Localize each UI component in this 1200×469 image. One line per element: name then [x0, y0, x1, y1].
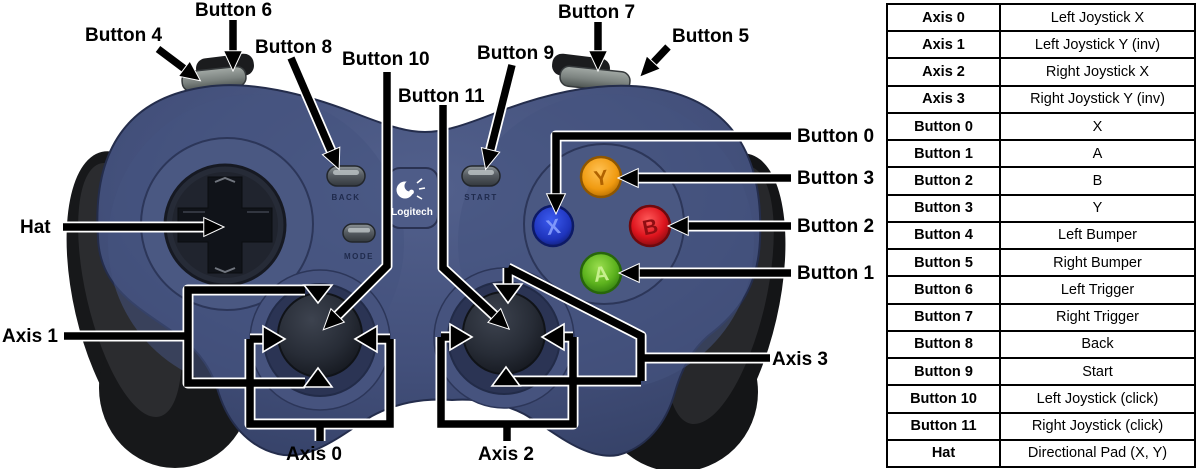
table-cell-control: Button 3	[888, 195, 1001, 221]
table-cell-function: B	[1092, 173, 1103, 190]
table-row: Button 5 Right Bumper	[888, 248, 1194, 276]
table-cell-function: Left Joystick (click)	[1036, 390, 1159, 407]
label-button-6: Button 6	[195, 0, 273, 21]
table-cell-function: Right Joystick X	[1045, 64, 1150, 81]
button8-arrow	[287, 56, 341, 171]
label-button-10: Button 10	[342, 49, 430, 70]
logitech-logo-icon	[396, 178, 426, 200]
axis0-bracket	[246, 324, 394, 441]
start-label: START	[464, 193, 498, 202]
label-button-3: Button 3	[797, 168, 875, 189]
table-row: Button 10 Left Joystick (click)	[888, 384, 1194, 412]
table-cell-function: Start	[1082, 363, 1113, 380]
table-row: Button 2 B	[888, 166, 1194, 194]
button9-arrow	[480, 64, 516, 171]
gamepad-illustration: Logitech BACK MODE START	[63, 20, 791, 469]
table-cell-function: X	[1092, 118, 1103, 135]
table-cell-control: Button 11	[888, 413, 1001, 439]
start-button: START	[461, 165, 501, 202]
table-cell-function: A	[1092, 145, 1103, 162]
label-hat: Hat	[20, 217, 51, 238]
table-cell-control: Button 0	[888, 113, 1001, 140]
table-row: Axis 3 Right Joystick Y (inv)	[888, 84, 1194, 112]
table-cell-function: Left Joystick Y (inv)	[1034, 36, 1161, 53]
label-button-2: Button 2	[797, 216, 875, 237]
table-row: Axis 2 Right Joystick X	[888, 57, 1194, 85]
table-cell-control: Button 10	[888, 386, 1001, 412]
table-cell-function: Right Joystick (click)	[1031, 418, 1164, 435]
table-row: Button 4 Left Bumper	[888, 220, 1194, 249]
table-cell-function: Left Bumper	[1058, 227, 1137, 244]
table-cell-control: Axis 1	[888, 32, 1001, 58]
table-cell-control: Button 8	[888, 331, 1001, 358]
a-button-glyph: A	[592, 262, 610, 287]
label-button-8: Button 8	[255, 37, 333, 58]
label-button-11: Button 11	[398, 86, 485, 107]
table-row: Button 11 Right Joystick (click)	[888, 411, 1194, 439]
mapping-table: Axis 0 Left Joystick X Axis 1 Left Joystic…	[886, 3, 1196, 468]
table-cell-function: Left Joystick X	[1050, 9, 1145, 26]
table-cell-function: Right Bumper	[1053, 254, 1142, 271]
label-button-1: Button 1	[797, 263, 875, 284]
table-cell-control: Button 2	[888, 168, 1001, 194]
table-row: Button 8 Back	[888, 329, 1194, 358]
table-cell-function: Back	[1081, 336, 1114, 353]
table-cell-function: Right Joystick Y (inv)	[1030, 91, 1165, 108]
button5-arrow	[638, 44, 671, 78]
table-cell-control: Button 9	[888, 359, 1001, 385]
table-cell-function: Left Trigger	[1060, 281, 1135, 298]
face-buttons: Y X B A	[531, 155, 672, 295]
table-row: Button 1 A	[888, 139, 1194, 167]
label-button-9: Button 9	[477, 43, 555, 64]
table-cell-function: Directional Pad (X, Y)	[1027, 445, 1168, 462]
x-button-glyph: X	[544, 215, 562, 240]
gamepad-body: Logitech BACK MODE START	[66, 53, 786, 469]
logo-plate	[387, 167, 439, 229]
y-button-glyph: Y	[593, 166, 610, 191]
label-button-7: Button 7	[558, 2, 636, 23]
table-row: Button 9 Start	[888, 357, 1194, 385]
table-row: Button 6 Left Trigger	[888, 275, 1194, 303]
table-row: Axis 0 Left Joystick X	[888, 5, 1194, 31]
table-cell-control: Axis 0	[888, 5, 1001, 31]
label-axis-1: Axis 1	[2, 326, 58, 347]
table-cell-control: Button 7	[888, 304, 1001, 330]
label-button-0: Button 0	[797, 126, 875, 147]
mode-label: MODE	[344, 252, 374, 261]
table-cell-control: Hat	[888, 440, 1001, 466]
table-row: Hat Directional Pad (X, Y)	[888, 438, 1194, 466]
label-axis-0: Axis 0	[286, 444, 342, 465]
button0-arrow	[545, 132, 791, 216]
table-row: Button 0 X	[888, 111, 1194, 140]
table-cell-control: Axis 2	[888, 59, 1001, 85]
back-button: BACK	[326, 165, 366, 202]
table-row: Axis 1 Left Joystick Y (inv)	[888, 30, 1194, 58]
b-button-glyph: B	[641, 215, 661, 241]
table-cell-control: Button 6	[888, 277, 1001, 303]
button10-arrow	[322, 72, 391, 331]
table-cell-function: Right Trigger	[1055, 309, 1139, 326]
center-cluster: Logitech BACK MODE START	[326, 165, 501, 261]
label-button-5: Button 5	[672, 26, 750, 47]
mode-button: MODE	[342, 223, 376, 261]
logitech-wordmark: Logitech	[391, 207, 433, 218]
button11-arrow	[439, 105, 511, 331]
annotation-arrows	[63, 20, 791, 441]
table-row: Button 3 Y	[888, 193, 1194, 221]
axis3-bracket	[490, 264, 770, 387]
table-cell-control: Axis 3	[888, 86, 1001, 112]
table-row: Button 7 Right Trigger	[888, 302, 1194, 330]
table-cell-control: Button 5	[888, 250, 1001, 276]
table-cell-control: Button 4	[888, 222, 1001, 249]
table-cell-function: Y	[1092, 200, 1103, 217]
button4-arrow	[155, 46, 202, 82]
label-button-4: Button 4	[85, 25, 163, 46]
table-cell-control: Button 1	[888, 141, 1001, 167]
label-axis-2: Axis 2	[478, 444, 534, 465]
back-label: BACK	[331, 193, 360, 202]
label-axis-3: Axis 3	[772, 349, 828, 370]
